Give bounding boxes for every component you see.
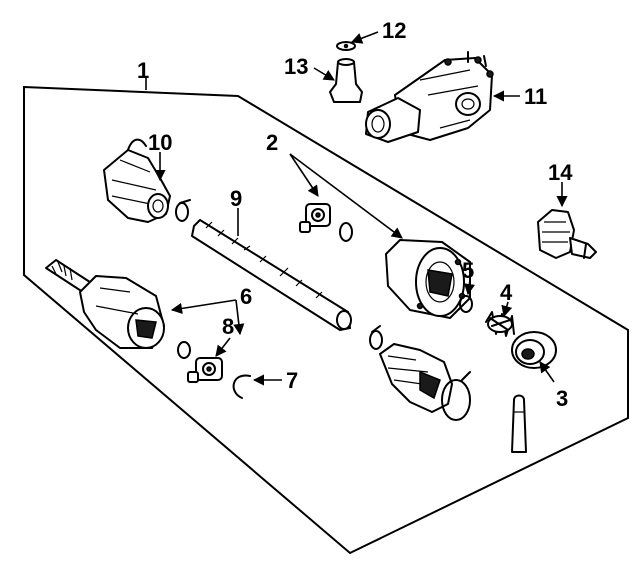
callout-8: 8 bbox=[222, 314, 234, 339]
callout-1: 1 bbox=[137, 58, 149, 83]
dust-cover-plate bbox=[511, 331, 557, 369]
callout-13: 13 bbox=[284, 54, 308, 79]
boot-clamp-b bbox=[441, 371, 471, 421]
inner-tulip-housing bbox=[79, 275, 165, 349]
differential-carrier bbox=[365, 51, 494, 143]
callout-2: 2 bbox=[266, 130, 278, 155]
assembly-boundary bbox=[23, 85, 629, 555]
inner-boot bbox=[103, 138, 171, 223]
grease-tube bbox=[511, 394, 527, 453]
callout-6: 6 bbox=[240, 284, 252, 309]
axle-shaft bbox=[191, 219, 352, 331]
callout-12: 12 bbox=[382, 18, 406, 43]
callout-10: 10 bbox=[148, 130, 172, 155]
boot-clamp-small bbox=[175, 199, 191, 222]
tripod-lower bbox=[187, 357, 223, 383]
callout-4: 4 bbox=[500, 280, 513, 305]
outer-joint-housing bbox=[385, 239, 471, 319]
callout-11: 11 bbox=[524, 84, 547, 109]
snap-ring-5 bbox=[459, 295, 473, 313]
spring bbox=[485, 311, 515, 337]
callout-labels: 1 2 3 4 5 6 7 8 9 10 11 12 13 14 bbox=[137, 18, 573, 411]
callout-3: 3 bbox=[556, 386, 568, 411]
callout-5: 5 bbox=[462, 258, 474, 283]
circlip-7 bbox=[232, 374, 251, 399]
snap-ring-upper bbox=[339, 222, 353, 242]
callout-14: 14 bbox=[548, 160, 573, 185]
leader-lines bbox=[145, 31, 568, 386]
boot-clamp-a bbox=[369, 325, 383, 350]
tripod-upper bbox=[299, 203, 331, 233]
callout-9: 9 bbox=[230, 186, 242, 211]
callout-7: 7 bbox=[286, 368, 298, 393]
breather-washer bbox=[336, 41, 356, 51]
outer-cv-stub bbox=[537, 209, 597, 259]
snap-ring-lower bbox=[177, 341, 191, 359]
breather-cap bbox=[329, 58, 363, 103]
outer-boot bbox=[379, 343, 453, 413]
